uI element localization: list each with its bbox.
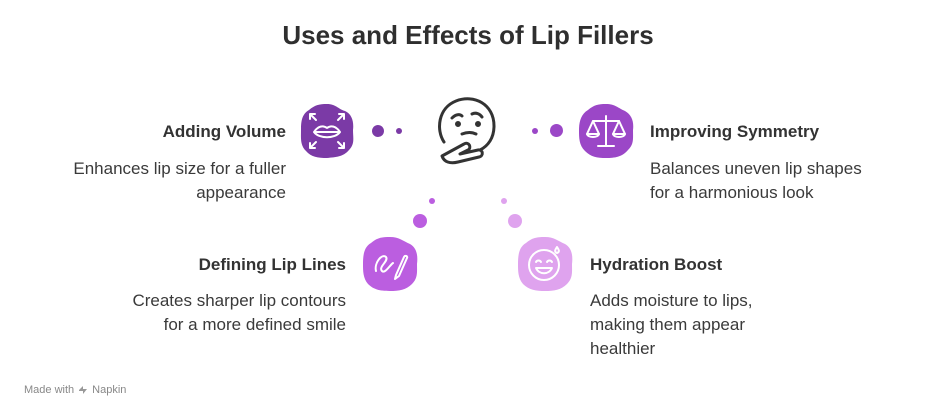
description-line: Creates sharper lip contours	[132, 291, 346, 310]
connector-dot	[396, 128, 402, 134]
connector-dot	[532, 128, 538, 134]
napkin-logo-icon	[79, 386, 88, 394]
balance-scale-icon	[579, 104, 634, 158]
smile-droplet-icon	[518, 237, 573, 291]
thinking-face-icon	[438, 97, 496, 165]
item-description-adding-volume: Enhances lip size for a fuller appearanc…	[0, 157, 286, 205]
lips-expand-icon	[300, 104, 354, 158]
description-line: for a more defined smile	[163, 315, 346, 334]
connector-dot	[508, 214, 522, 228]
footer-brand: Napkin	[92, 384, 127, 396]
pencil-line-icon	[363, 237, 418, 291]
connector-dot	[372, 125, 384, 137]
item-heading-improving-symmetry: Improving Symmetry	[650, 122, 820, 141]
footer-prefix: Made with	[24, 384, 75, 396]
connector-dot	[501, 198, 507, 204]
item-heading-defining-lip-lines: Defining Lip Lines	[198, 255, 346, 274]
diagram-title: Uses and Effects of Lip Fillers	[282, 20, 654, 50]
description-line: making them appear	[590, 315, 745, 334]
description-line: Adds moisture to lips,	[590, 291, 753, 310]
connector-dot	[550, 124, 563, 137]
item-description-hydration-boost: Adds moisture to lips, making them appea…	[590, 289, 890, 361]
item-description-defining-lip-lines: Creates sharper lip contours for a more …	[46, 289, 346, 337]
description-line: Balances uneven lip shapes	[650, 159, 862, 178]
item-description-improving-symmetry: Balances uneven lip shapes for a harmoni…	[650, 157, 920, 205]
item-heading-adding-volume: Adding Volume	[162, 122, 286, 141]
description-line: for a harmonious look	[650, 183, 814, 202]
made-with-footer: Made with Napkin	[24, 384, 126, 396]
description-line: appearance	[196, 183, 286, 202]
connector-dot	[413, 214, 427, 228]
item-heading-hydration-boost: Hydration Boost	[590, 255, 723, 274]
description-line: Enhances lip size for a fuller	[73, 159, 286, 178]
connector-dot	[429, 198, 435, 204]
description-line: healthier	[590, 339, 656, 358]
